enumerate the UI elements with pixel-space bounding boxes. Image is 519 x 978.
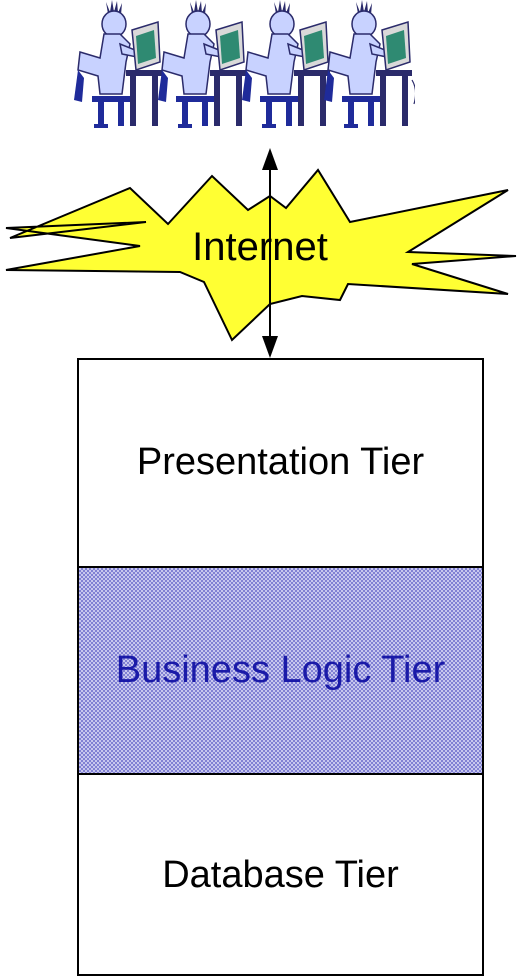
tier-stack: Presentation Tier Business Logic Tier Da… bbox=[77, 358, 484, 976]
presentation-tier: Presentation Tier bbox=[79, 360, 482, 566]
user-at-computer-icon bbox=[242, 0, 330, 128]
user-at-computer-icon bbox=[324, 0, 415, 128]
internet-starburst bbox=[5, 168, 517, 342]
database-tier-label: Database Tier bbox=[162, 853, 399, 896]
business-logic-tier-label: Business Logic Tier bbox=[115, 648, 446, 691]
user-at-computer-icon bbox=[74, 0, 162, 128]
database-tier: Database Tier bbox=[79, 775, 482, 976]
arrow-head-up bbox=[262, 148, 278, 170]
internet-label: Internet bbox=[192, 225, 328, 269]
arrow-head-down bbox=[262, 336, 278, 358]
users-at-computers-icon bbox=[70, 0, 415, 130]
business-logic-tier: Business Logic Tier bbox=[79, 566, 482, 775]
user-at-computer-icon bbox=[158, 0, 246, 128]
presentation-tier-label: Presentation Tier bbox=[136, 441, 425, 484]
